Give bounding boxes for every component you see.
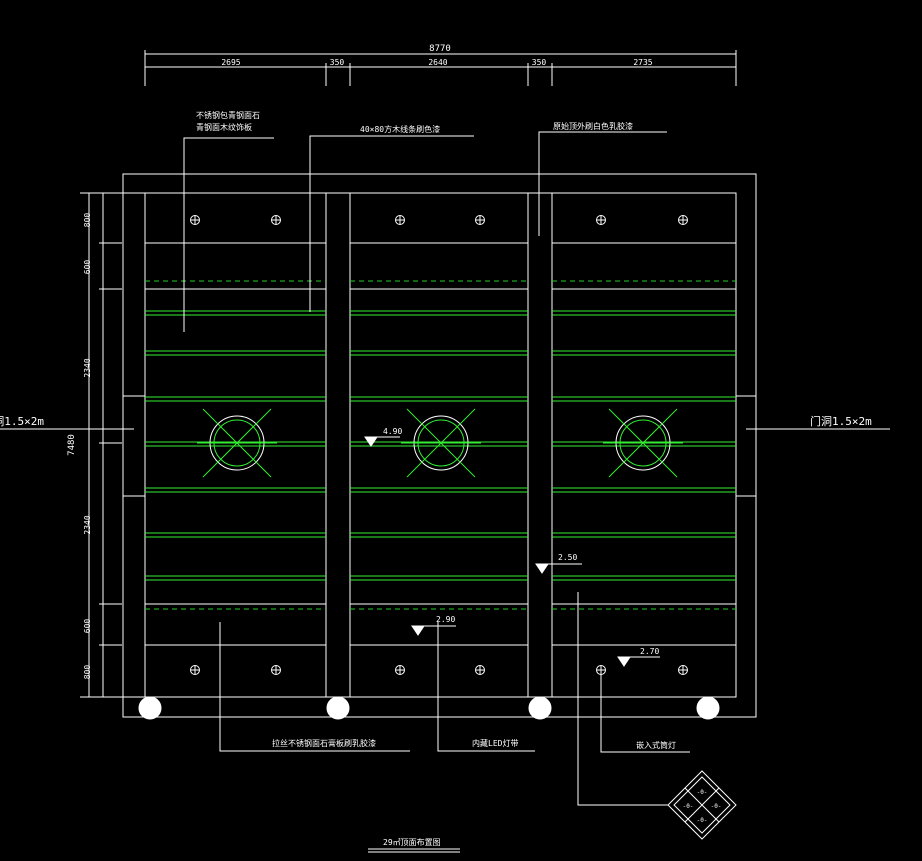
wood-batten-strips [145, 310, 736, 581]
legend-cell-top: -0- [697, 789, 708, 796]
dimension-top-2: 350 [330, 58, 345, 67]
door-label-right: 门洞1.5×2m [810, 414, 872, 428]
ceiling-fan-icon [197, 408, 277, 478]
downlight-icon [395, 665, 405, 675]
columns [138, 696, 720, 720]
ceiling-fan-icon [401, 408, 481, 478]
downlight-icon [678, 665, 688, 675]
left-dimension-chain [80, 192, 145, 698]
dimension-top-5: 2735 [633, 58, 652, 67]
beams [325, 192, 553, 698]
legend-cell-bottom: -0- [697, 817, 708, 824]
dimension-top-3: 2640 [428, 58, 447, 67]
led-strip-lines [145, 280, 736, 610]
top-leaders [183, 131, 667, 332]
dimension-left-5: 600 [83, 619, 92, 634]
level-490: 4.90 [383, 427, 402, 436]
level-270: 2.70 [640, 647, 659, 656]
downlight-icon [190, 665, 200, 675]
annotation-wood-panel-line2: 青钢面木纹饰板 [196, 122, 252, 132]
bay-division-lines [145, 242, 736, 646]
dimension-left-3: 2340 [83, 358, 92, 377]
annotation-wood-panel-line1: 不锈钢包青钢面石 [196, 110, 260, 120]
ceiling-fans [197, 408, 683, 478]
downlight-icon [475, 215, 485, 225]
title-underline [368, 848, 460, 853]
annotation-downlight: 嵌入式筒灯 [636, 740, 676, 750]
ceiling-fan-icon [603, 408, 683, 478]
bottom-leaders [219, 592, 690, 806]
annotation-batten: 40×80方木线条刷色漆 [360, 124, 440, 134]
downlight-icon [395, 215, 405, 225]
dimension-left-2: 600 [83, 260, 92, 275]
level-290: 2.90 [436, 615, 455, 624]
room-outline [122, 173, 757, 718]
dimension-top-1: 2695 [221, 58, 240, 67]
dimension-left-total: 7480 [67, 434, 77, 456]
legend-cell-left: -0- [683, 803, 694, 810]
downlight-icon [271, 665, 281, 675]
dimension-left-6: 800 [83, 665, 92, 680]
downlight-icon [190, 215, 200, 225]
downlight-icon [475, 665, 485, 675]
top-dimension-chain [144, 50, 737, 86]
drawing-title: 29㎡顶面布置图 [383, 837, 441, 847]
downlight-icon [678, 215, 688, 225]
annotation-gypsum-board: 拉丝不锈钢面石膏板刷乳胶漆 [272, 738, 376, 748]
dimension-overall: 8770 [429, 44, 451, 54]
dimension-left-4: 2340 [83, 515, 92, 534]
downlight-icon [271, 215, 281, 225]
dimension-top-4: 350 [532, 58, 547, 67]
level-markers [364, 436, 660, 667]
legend-cell-right: -0- [711, 803, 722, 810]
downlight-icon [596, 215, 606, 225]
legend-symbol [667, 770, 737, 840]
door-label-left: 门洞1.5×2m [0, 414, 44, 428]
downlights [190, 215, 688, 675]
level-250: 2.50 [558, 553, 577, 562]
annotation-original-ceiling: 原始顶外刷白色乳胶漆 [553, 121, 633, 131]
dimension-left-1: 800 [83, 213, 92, 228]
annotation-led-strip: 内藏LED灯带 [472, 738, 518, 748]
